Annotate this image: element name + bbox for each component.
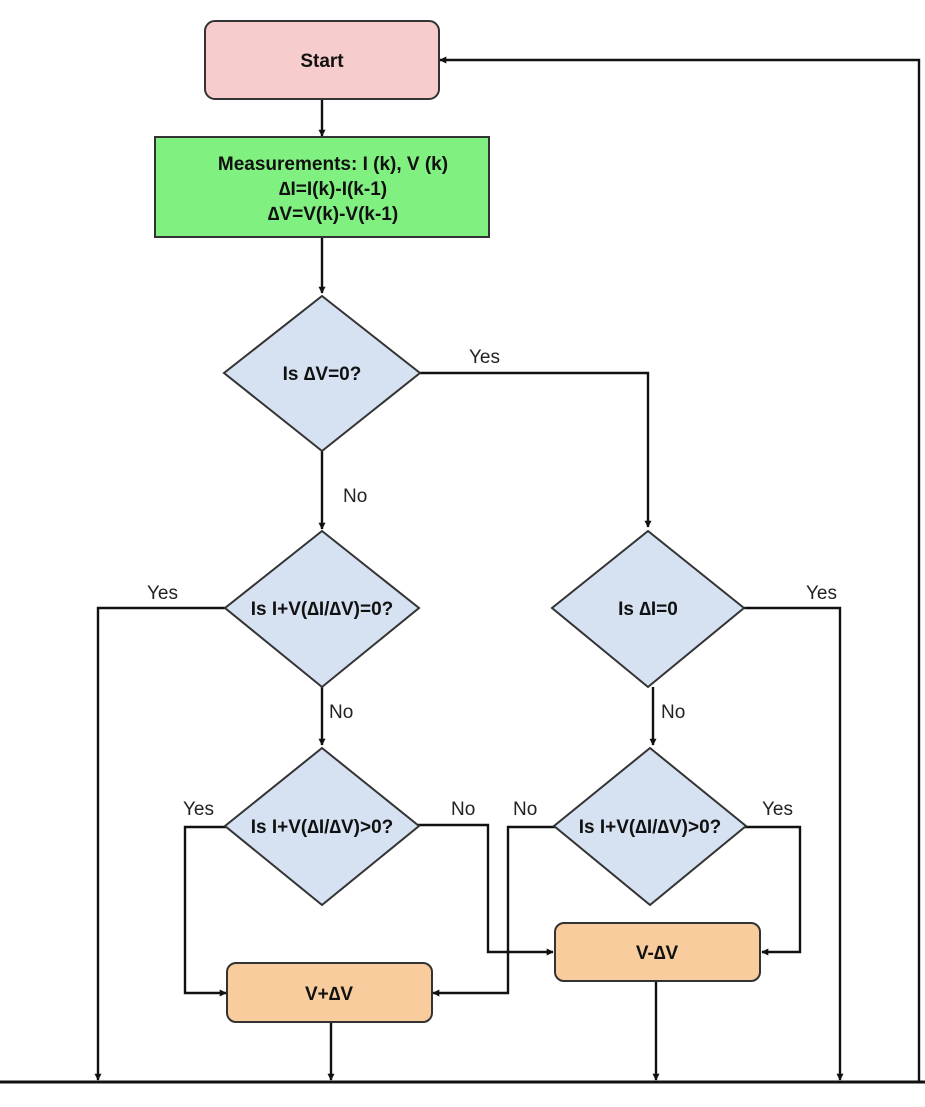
edges [0,56,925,1084]
edge-di-yes-to-bus [744,606,844,1081]
action-v-minus-label: V-∆V [636,943,679,964]
measurements-line-2: ∆I=I(k)-I(k-1) [279,179,387,200]
label-dv-zero-yes: Yes [469,347,500,368]
decision-right-positive-diamond [552,746,748,907]
label-incremental-zero-yes: Yes [147,583,178,604]
decision-di-zero-diamond [550,529,746,689]
measurements-line-1: Measurements: I (k), V (k) [218,154,448,175]
decision-incremental-zero-diamond [223,529,421,689]
decision-incremental-zero-label: Is I+V(∆I/∆V)=0? [251,599,394,620]
action-v-plus: V+∆V [226,962,433,1023]
start-label: Start [300,51,344,72]
action-v-minus: V-∆V [554,922,761,982]
decision-incremental-zero: Is I+V(∆I/∆V)=0? [223,529,421,689]
edge-left-positive-no-to-v-minus [418,823,554,956]
label-incremental-zero-no: No [329,702,353,723]
decision-left-positive: Is I+V(∆I/∆V)>0? [223,746,421,907]
edge-left-positive-yes-to-v-plus [183,825,228,997]
decision-left-positive-diamond [223,746,421,907]
edge-bus-return-to-start [439,56,921,1082]
action-v-plus-box [226,962,433,1023]
decision-dv-zero-label: Is ∆V=0? [283,364,362,385]
label-dv-zero-no: No [343,486,367,507]
edge-labels: Yes No Yes No Yes No Yes No No Yes [147,347,837,820]
edge-right-positive-no-to-v-plus [432,825,556,997]
action-v-plus-label: V+∆V [305,984,353,1005]
label-right-positive-no: No [513,799,537,820]
measurements-box [154,136,490,238]
label-di-zero-no: No [661,702,685,723]
decision-right-positive: Is I+V(∆I/∆V)>0? [552,746,748,907]
decision-dv-zero: Is ∆V=0? [222,294,422,453]
action-v-minus-box [554,922,761,982]
decision-dv-zero-diamond [222,294,422,453]
label-di-zero-yes: Yes [806,583,837,604]
label-right-positive-yes: Yes [762,799,793,820]
edge-dv-yes-to-di-decision [420,371,652,528]
decision-di-zero-label: Is ∆I=0 [618,599,678,620]
decision-left-positive-label: Is I+V(∆I/∆V)>0? [251,817,394,838]
start-node: Start [204,20,440,100]
label-left-positive-no: No [451,799,475,820]
start-box [204,20,440,100]
edge-incremental-yes-to-bus [94,606,228,1081]
measurements-line-3: ∆V=V(k)-V(k-1) [268,204,398,225]
decision-right-positive-label: Is I+V(∆I/∆V)>0? [579,817,722,838]
label-left-positive-yes: Yes [183,799,214,820]
edge-right-positive-yes-to-v-minus [744,825,802,956]
measurements-node: Measurements: I (k), V (k) ∆I=I(k)-I(k-1… [154,136,490,238]
decision-di-zero: Is ∆I=0 [550,529,746,689]
